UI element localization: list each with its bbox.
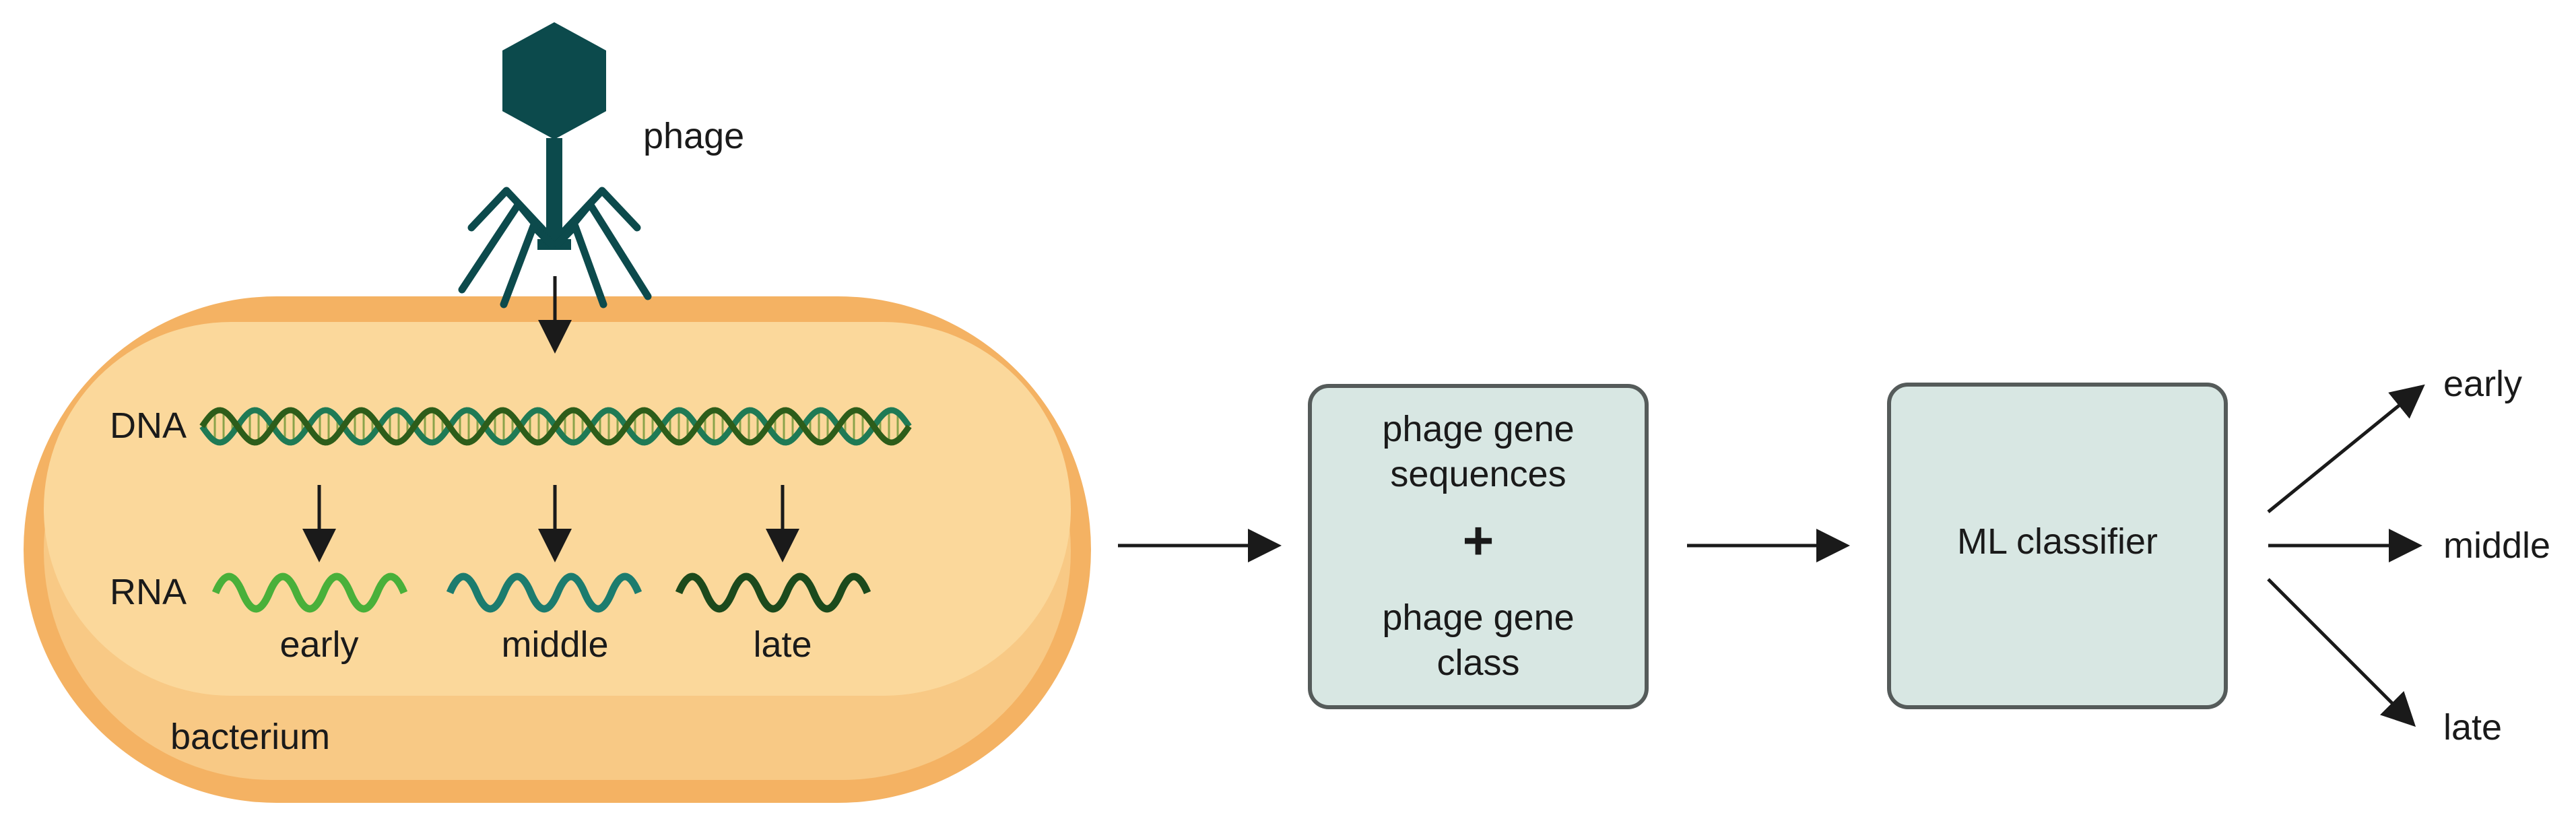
input-box-line1: phage gene bbox=[1382, 409, 1574, 449]
rna-middle-wave bbox=[446, 573, 642, 613]
output-late-label: late bbox=[2443, 707, 2502, 748]
input-box-line2: sequences bbox=[1390, 454, 1566, 494]
phage-tail bbox=[546, 138, 562, 246]
rna-late-wave bbox=[675, 573, 871, 613]
rna-late-label: late bbox=[753, 624, 812, 665]
input-box-line4: class bbox=[1436, 643, 1519, 683]
dna-helix bbox=[199, 407, 912, 446]
rna-early-label: early bbox=[279, 624, 358, 665]
bacterium-label: bacterium bbox=[170, 717, 330, 757]
classifier-box-frame bbox=[1887, 383, 2228, 709]
input-box-line3: phage gene bbox=[1382, 597, 1574, 638]
input-box-frame bbox=[1308, 384, 1649, 709]
rna-label: RNA bbox=[110, 572, 187, 612]
rna-early-wave bbox=[211, 573, 408, 613]
input-box: phage gene sequences + phage gene class bbox=[1308, 384, 1649, 709]
dna-strand-b bbox=[199, 407, 912, 446]
output-arrow-early bbox=[2267, 384, 2425, 513]
classifier-box: ML classifier bbox=[1887, 383, 2228, 709]
rna-middle-label: middle bbox=[501, 624, 608, 665]
output-arrow-late bbox=[2267, 578, 2416, 727]
phage-capsid bbox=[502, 22, 606, 139]
output-middle-label: middle bbox=[2443, 525, 2550, 566]
phage-icon bbox=[458, 22, 652, 308]
classifier-label: ML classifier bbox=[1957, 521, 2158, 562]
output-early-label: early bbox=[2443, 364, 2522, 404]
dna-label: DNA bbox=[110, 405, 187, 446]
phage-label: phage bbox=[643, 116, 744, 156]
input-box-plus: + bbox=[1463, 511, 1494, 570]
phage-tail-fibers bbox=[458, 187, 652, 308]
